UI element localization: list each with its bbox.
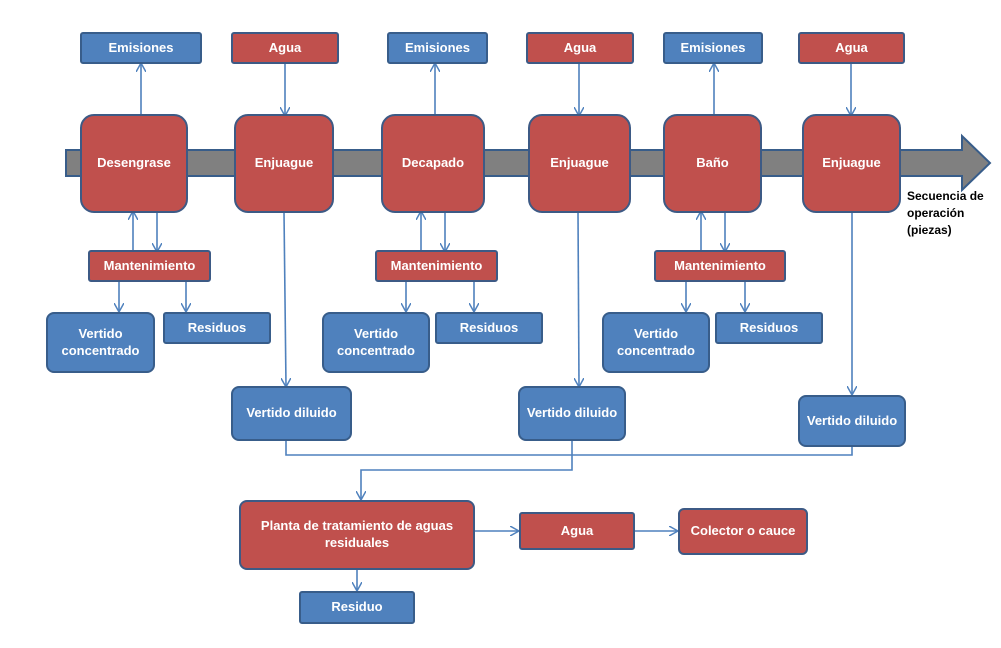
emisiones-box-3: Emisiones: [663, 32, 763, 64]
process-enjuague-3: Enjuague: [802, 114, 901, 213]
vertido-concentrado-box-3: Vertido concentrado: [602, 312, 710, 373]
process-enjuague-1: Enjuague: [234, 114, 334, 213]
vertido-diluido-box-1: Vertido diluido: [231, 386, 352, 441]
vertido-diluido-box-3: Vertido diluido: [798, 395, 906, 447]
agua-box-1: Agua: [231, 32, 339, 64]
mantenimiento-box-1: Mantenimiento: [88, 250, 211, 282]
emisiones-box-2: Emisiones: [387, 32, 488, 64]
vertido-concentrado-box-2: Vertido concentrado: [322, 312, 430, 373]
residuos-box-3: Residuos: [715, 312, 823, 344]
vertido-concentrado-box-1: Vertido concentrado: [46, 312, 155, 373]
colector-box: Colector o cauce: [678, 508, 808, 555]
process-desengrase: Desengrase: [80, 114, 188, 213]
emisiones-box-1: Emisiones: [80, 32, 202, 64]
planta-tratamiento-box: Planta de tratamiento de aguas residuale…: [239, 500, 475, 570]
process-enjuague-2: Enjuague: [528, 114, 631, 213]
agua-box-3: Agua: [798, 32, 905, 64]
residuos-box-1: Residuos: [163, 312, 271, 344]
process-decapado: Decapado: [381, 114, 485, 213]
residuo-box: Residuo: [299, 591, 415, 624]
sequence-label: Secuencia de operación (piezas): [907, 189, 984, 237]
vertido-diluido-box-2: Vertido diluido: [518, 386, 626, 441]
mantenimiento-box-2: Mantenimiento: [375, 250, 498, 282]
process-bano: Baño: [663, 114, 762, 213]
mantenimiento-box-3: Mantenimiento: [654, 250, 786, 282]
agua-box-2: Agua: [526, 32, 634, 64]
agua-tratada-box: Agua: [519, 512, 635, 550]
residuos-box-2: Residuos: [435, 312, 543, 344]
